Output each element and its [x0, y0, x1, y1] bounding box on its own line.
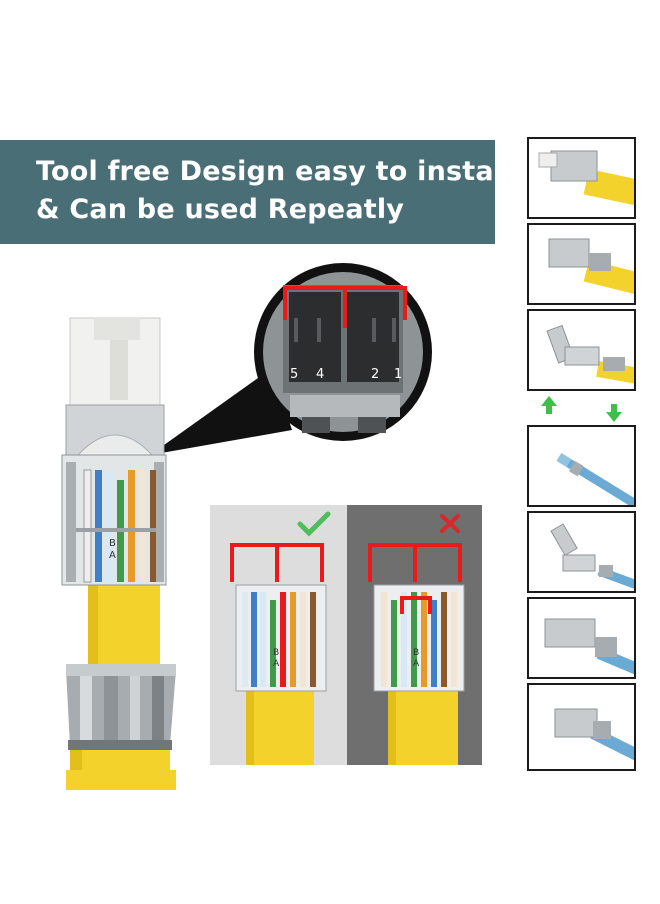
correct-red-bracket [230, 543, 324, 582]
step-panel-6 [527, 597, 636, 679]
pin-label-5: 5 [290, 367, 298, 382]
wrong-pair-label-a: A [413, 659, 420, 669]
banner-line-2: & Can be used Repeatly [36, 194, 405, 225]
step-panel-2 [527, 223, 636, 305]
zoom-callout-pointer [150, 368, 292, 455]
zoom-callout: 5 4 2 1 [254, 263, 432, 441]
step-panel-5 [527, 511, 636, 593]
correct-pair-label-a: A [273, 659, 280, 669]
main-pair-label-a: A [109, 550, 116, 561]
rj45-connector: B A [61, 317, 167, 586]
step-panel-1 [527, 137, 636, 219]
banner-line-1: Tool free Design easy to install [36, 156, 513, 187]
comparison-correct: B A [210, 505, 347, 765]
title-banner: Tool free Design easy to install & Can b… [0, 140, 513, 244]
correct-check-icon [297, 511, 331, 537]
comparison-wrong: B A [347, 505, 482, 765]
main-pair-label-b: B [109, 538, 116, 549]
step-panel-7 [527, 683, 636, 771]
wrong-pair-label-b: B [413, 648, 419, 658]
strain-relief-nut [66, 664, 176, 750]
step-panel-4 [527, 425, 636, 507]
pin-label-2: 2 [371, 367, 379, 382]
pin-label-1: 1 [394, 367, 402, 382]
correct-pair-label-b: B [273, 648, 279, 658]
step-panel-3 [527, 309, 636, 391]
wrong-red-bracket [368, 543, 462, 614]
zoom-red-bracket [283, 286, 407, 328]
wrong-cross-icon [440, 514, 460, 533]
pin-label-4: 4 [316, 367, 324, 382]
